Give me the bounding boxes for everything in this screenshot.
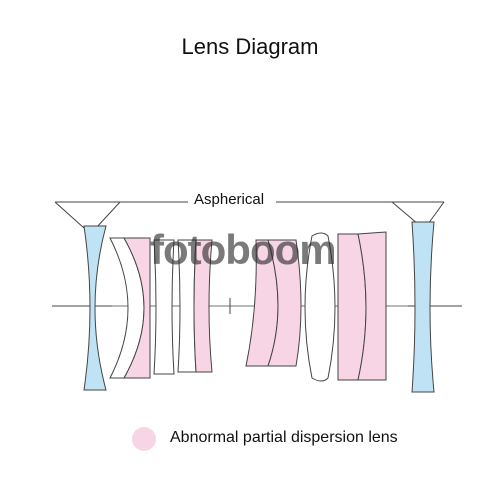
legend: Abnormal partial dispersion lens (130, 423, 460, 457)
lens-element-8-abnormal-dispersion (267, 239, 302, 367)
diagram-title: Lens Diagram (181, 34, 319, 59)
lens-element-12-aspherical (411, 221, 435, 393)
lens-element-6-abnormal-dispersion (193, 239, 213, 373)
lens-element-4 (153, 239, 175, 375)
aspherical-label: Aspherical (190, 190, 269, 210)
lens-element-3-abnormal-dispersion (123, 237, 151, 379)
lens-element-1-aspherical (83, 225, 107, 391)
legend-swatch (132, 427, 156, 451)
legend-label: Abnormal partial dispersion lens (170, 429, 398, 446)
watermark-logo: fotoboom (150, 226, 337, 273)
lens-element-11-abnormal-dispersion (357, 231, 387, 381)
lens-element-9 (304, 232, 336, 382)
aspherical-callout (54, 201, 445, 229)
